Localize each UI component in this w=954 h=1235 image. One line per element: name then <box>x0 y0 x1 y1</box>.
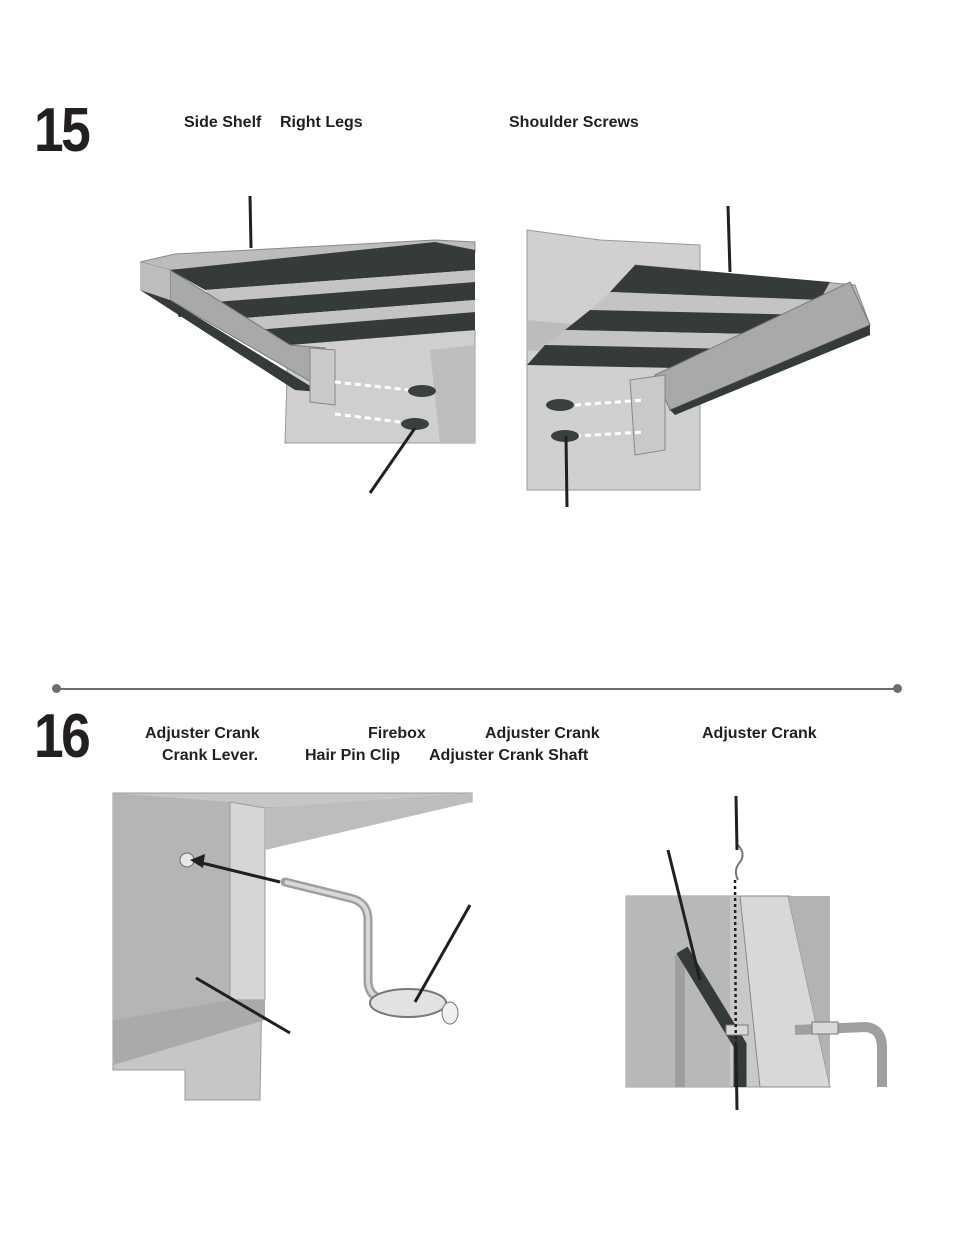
step-number-15: 15 <box>34 96 91 165</box>
adjuster-crank-illustration <box>112 792 473 1101</box>
side-shelf-right-illustration <box>526 205 871 508</box>
label-crank-lever: Crank Lever. <box>162 747 259 764</box>
label-adjuster-crank-3: Adjuster Crank <box>702 725 817 742</box>
section-divider <box>56 688 898 690</box>
label-adjuster-crank-2: Adjuster Crank <box>485 725 600 742</box>
side-shelf-left-illustration <box>139 195 476 494</box>
label-adjuster-crank-1: Adjuster Crank <box>145 725 260 742</box>
label-firebox: Firebox <box>368 725 426 742</box>
label-side-shelf: Side Shelf <box>184 114 262 131</box>
divider-dot-right <box>893 684 902 693</box>
hair-pin-clip-illustration <box>625 795 887 1111</box>
label-right-legs: Right Legs <box>280 114 363 131</box>
divider-dot-left <box>52 684 61 693</box>
label-hair-pin-clip: Hair Pin Clip <box>305 747 401 764</box>
label-adjuster-crank-shaft: Adjuster Crank Shaft <box>429 747 589 764</box>
step-number-16: 16 <box>34 702 91 771</box>
label-shoulder-screws: Shoulder Screws <box>509 114 639 131</box>
